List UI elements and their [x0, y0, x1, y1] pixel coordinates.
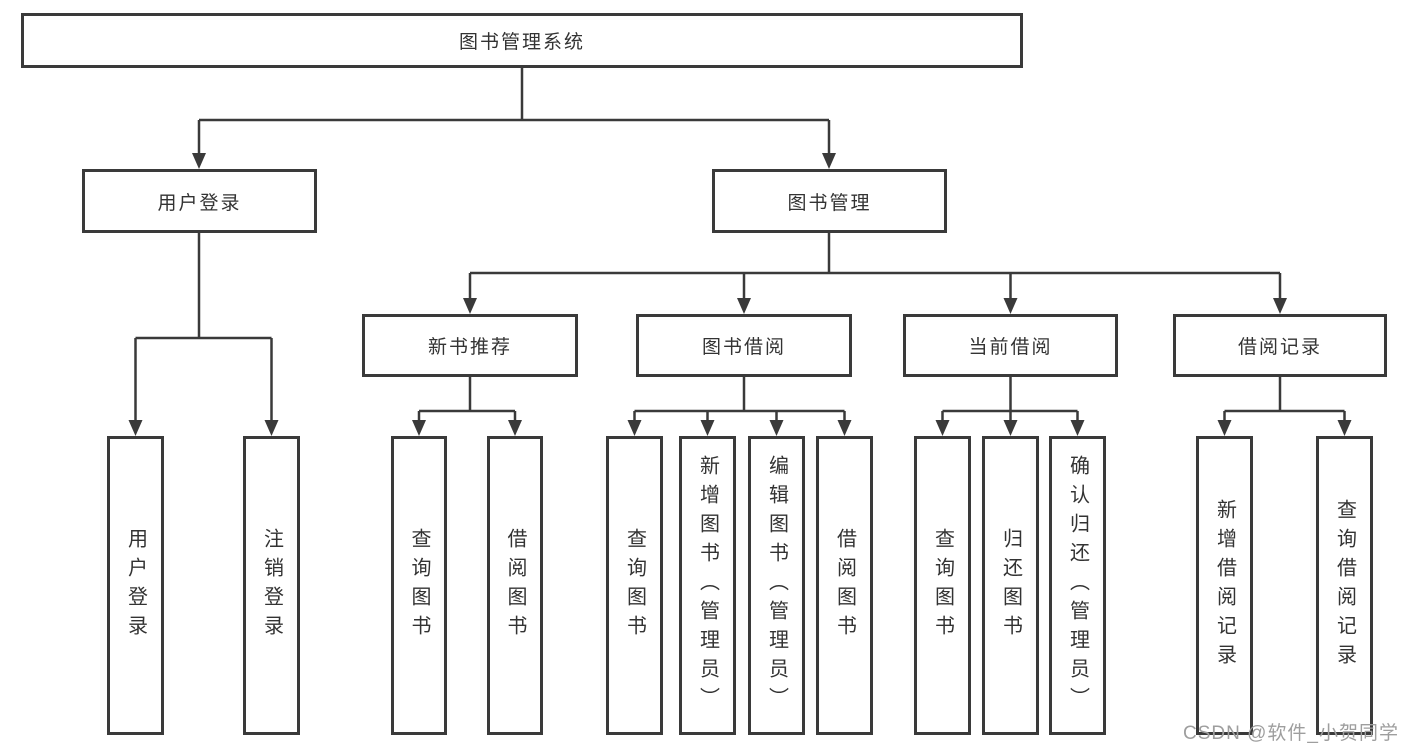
- leaf-query-books-current: 查询图书: [914, 436, 971, 735]
- leaf-add-borrow-record-label: 新增借阅记录: [1213, 498, 1236, 673]
- leaf-query-books-recommend-label: 查询图书: [408, 527, 430, 644]
- node-book-management: 图书管理: [712, 169, 947, 233]
- node-current-borrowing: 当前借阅: [903, 314, 1118, 377]
- leaf-return-book: 归还图书: [982, 436, 1039, 735]
- leaf-query-books-borrowing-label: 查询图书: [623, 527, 646, 644]
- leaf-query-books-current-label: 查询图书: [931, 527, 954, 644]
- leaf-borrow-books-label: 借阅图书: [833, 527, 856, 644]
- leaf-add-borrow-record: 新增借阅记录: [1196, 436, 1253, 735]
- leaf-add-book-admin-label: 新增图书（管理员）: [696, 455, 719, 716]
- node-root-label: 图书管理系统: [458, 32, 585, 53]
- node-borrowing-records: 借阅记录: [1173, 314, 1387, 377]
- node-borrowing-records-label: 借阅记录: [1237, 337, 1322, 358]
- leaf-confirm-return-admin-label: 确认归还（管理员）: [1066, 455, 1089, 716]
- leaf-logout: 注销登录: [243, 436, 300, 735]
- node-book-borrowing-label: 图书借阅: [701, 337, 786, 358]
- leaf-return-book-label: 归还图书: [999, 527, 1022, 644]
- leaf-borrow-books-recommend: 借阅图书: [487, 436, 543, 735]
- leaf-logout-label: 注销登录: [260, 527, 283, 644]
- node-user-login-label: 用户登录: [157, 192, 242, 214]
- node-current-borrowing-label: 当前借阅: [968, 337, 1053, 358]
- leaf-query-books-recommend: 查询图书: [391, 436, 447, 735]
- leaf-query-borrow-record: 查询借阅记录: [1316, 436, 1373, 735]
- node-book-borrowing: 图书借阅: [636, 314, 852, 377]
- node-new-book-recommendation: 新书推荐: [362, 314, 578, 377]
- node-book-management-label: 图书管理: [787, 192, 872, 214]
- watermark: CSDN @软件_小贺同学: [1183, 723, 1399, 744]
- leaf-add-book-admin: 新增图书（管理员）: [679, 436, 736, 735]
- node-new-book-recommendation-label: 新书推荐: [427, 337, 512, 358]
- leaf-borrow-books: 借阅图书: [816, 436, 873, 735]
- leaf-query-books-borrowing: 查询图书: [606, 436, 663, 735]
- leaf-borrow-books-recommend-label: 借阅图书: [504, 527, 526, 644]
- leaf-query-borrow-record-label: 查询借阅记录: [1333, 498, 1356, 673]
- node-root: 图书管理系统: [21, 13, 1023, 68]
- leaf-confirm-return-admin: 确认归还（管理员）: [1049, 436, 1106, 735]
- leaf-edit-book-admin: 编辑图书（管理员）: [748, 436, 805, 735]
- leaf-user-login: 用户登录: [107, 436, 164, 735]
- leaf-user-login-label: 用户登录: [124, 527, 147, 644]
- node-user-login: 用户登录: [82, 169, 317, 233]
- leaf-edit-book-admin-label: 编辑图书（管理员）: [765, 455, 788, 716]
